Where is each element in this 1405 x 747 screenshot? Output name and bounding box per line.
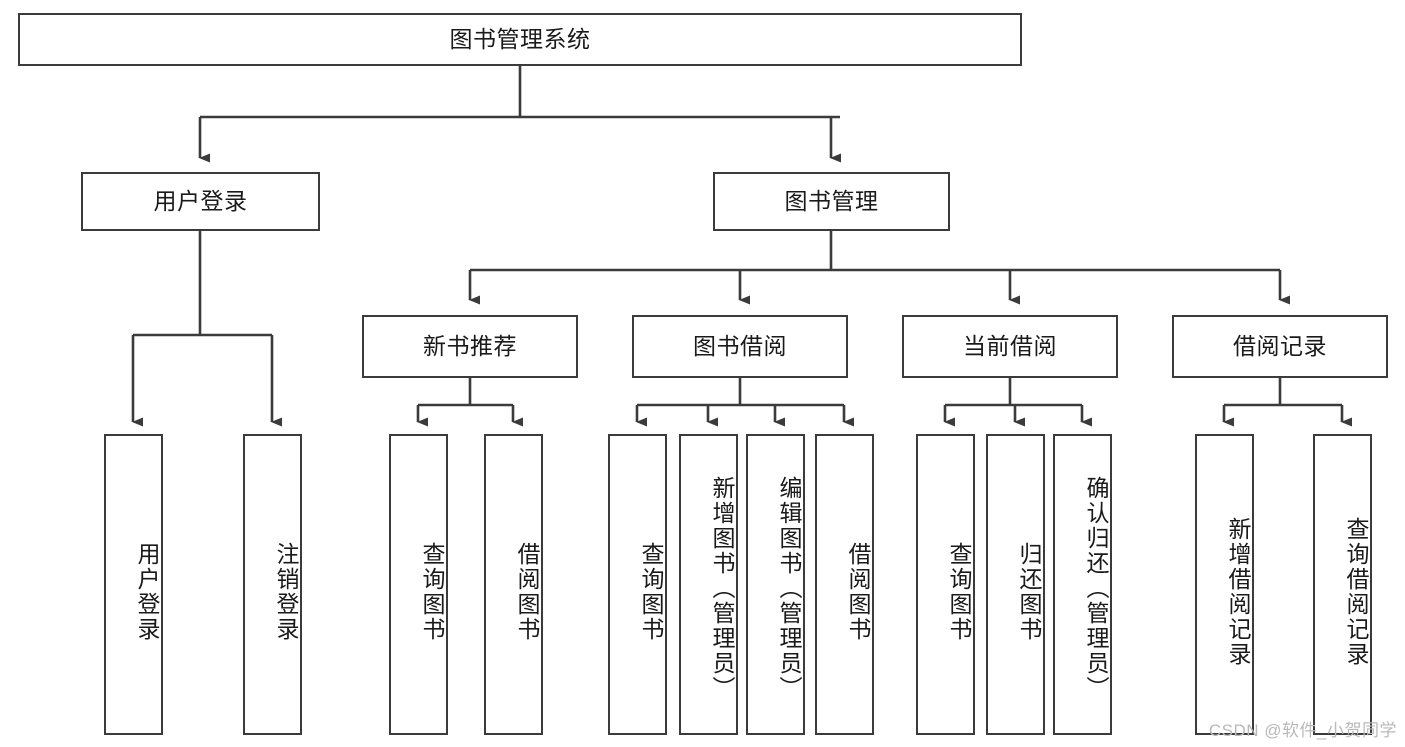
node-current-borrow[interactable]: 当前借阅 — [902, 315, 1118, 378]
node-label: 编辑图书（管理员） — [776, 476, 802, 701]
node-label: 查询图书 — [638, 541, 664, 642]
leaf-borrow-borrow-book[interactable]: 借阅图书 — [815, 434, 874, 735]
node-new-book-recommend[interactable]: 新书推荐 — [362, 315, 578, 378]
node-label: 图书管理 — [784, 187, 879, 214]
node-label: 查询借阅记录 — [1343, 516, 1369, 667]
leaf-current-return-book[interactable]: 归还图书 — [986, 434, 1045, 735]
node-label: 查询图书 — [419, 541, 445, 642]
node-label: 图书管理系统 — [449, 25, 591, 52]
node-book-borrow[interactable]: 图书借阅 — [632, 315, 848, 378]
node-label: 注销登录 — [273, 541, 299, 642]
leaf-user-login-login[interactable]: 用户登录 — [104, 434, 163, 735]
node-label: 查询图书 — [946, 541, 972, 642]
leaf-borrow-add-book-admin[interactable]: 新增图书（管理员） — [679, 434, 738, 735]
node-label: 新增借阅记录 — [1225, 516, 1251, 667]
node-label: 确认归还（管理员） — [1083, 476, 1109, 701]
leaf-borrow-query-book[interactable]: 查询图书 — [608, 434, 667, 735]
leaf-current-query-book[interactable]: 查询图书 — [916, 434, 975, 735]
leaf-record-add-record[interactable]: 新增借阅记录 — [1195, 434, 1254, 735]
node-label: 借阅图书 — [845, 541, 871, 642]
node-label: 图书借阅 — [693, 332, 787, 359]
node-root-book-management-system[interactable]: 图书管理系统 — [18, 13, 1022, 66]
node-label: 用户登录 — [134, 541, 160, 642]
leaf-record-query-record[interactable]: 查询借阅记录 — [1313, 434, 1372, 735]
node-user-login[interactable]: 用户登录 — [81, 172, 320, 231]
watermark-text: CSDN @软件_小贺同学 — [1208, 721, 1397, 740]
leaf-new-book-query[interactable]: 查询图书 — [389, 434, 448, 735]
node-borrow-record[interactable]: 借阅记录 — [1172, 315, 1388, 378]
leaf-new-book-borrow[interactable]: 借阅图书 — [484, 434, 543, 735]
node-label: 归还图书 — [1016, 541, 1042, 642]
node-label: 新书推荐 — [423, 332, 517, 359]
leaf-borrow-edit-book-admin[interactable]: 编辑图书（管理员） — [746, 434, 805, 735]
leaf-user-login-logout[interactable]: 注销登录 — [243, 434, 302, 735]
node-label: 新增图书（管理员） — [709, 476, 735, 701]
node-book-management[interactable]: 图书管理 — [713, 172, 950, 231]
node-label: 当前借阅 — [963, 332, 1057, 359]
node-label: 用户登录 — [153, 187, 248, 214]
node-label: 借阅图书 — [514, 541, 540, 642]
leaf-current-confirm-return-admin[interactable]: 确认归还（管理员） — [1053, 434, 1112, 735]
node-label: 借阅记录 — [1233, 332, 1327, 359]
